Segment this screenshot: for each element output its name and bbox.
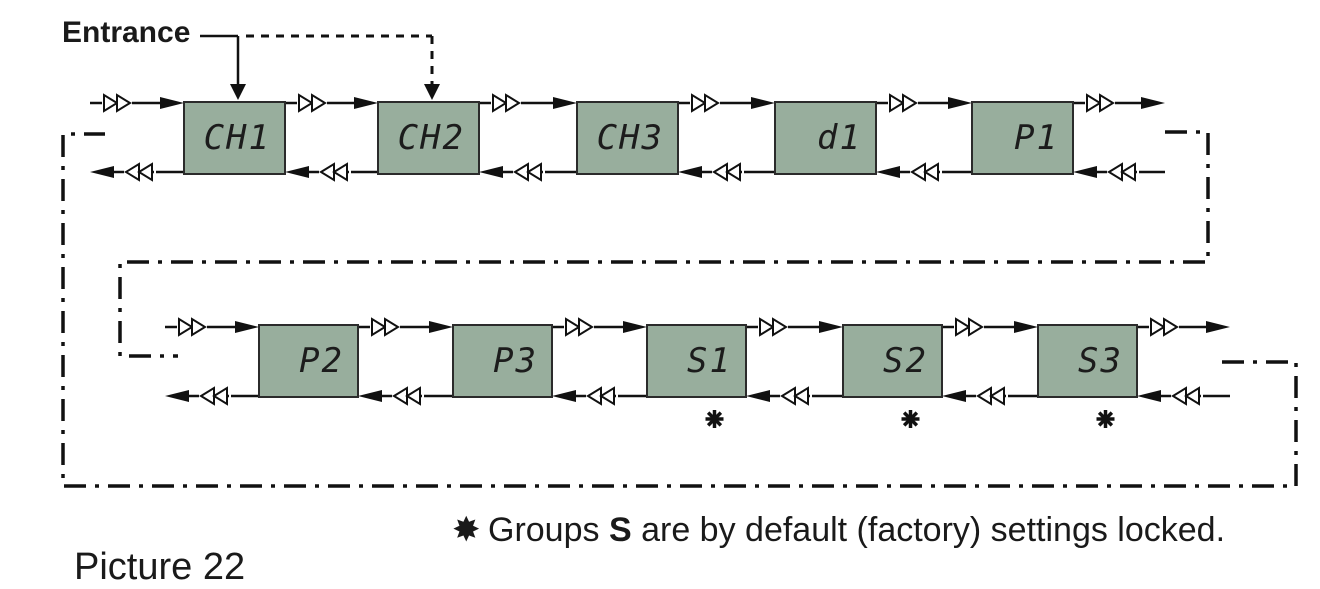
forward-double-triangle-icon	[384, 317, 400, 337]
back-double-triangle-icon	[405, 386, 421, 406]
back-double-triangle-icon	[976, 386, 992, 406]
arrow-right-icon	[429, 321, 453, 333]
back-double-triangle-icon	[1107, 162, 1123, 182]
back-double-triangle-icon	[526, 162, 542, 182]
display-s3	[1037, 324, 1138, 398]
display-ch3-label: CH3	[597, 118, 664, 158]
back-double-triangle-icon	[199, 386, 215, 406]
display-ch1-label: CH1	[204, 118, 271, 158]
forward-double-triangle-icon	[968, 317, 984, 337]
display-s1-label: S1	[687, 341, 732, 381]
display-p3	[452, 324, 553, 398]
forward-double-triangle-icon	[505, 93, 521, 113]
arrow-right-icon	[354, 97, 378, 109]
forward-double-triangle-icon	[116, 93, 132, 113]
back-double-triangle-icon	[910, 162, 926, 182]
back-double-triangle-icon	[793, 386, 809, 406]
forward-double-triangle-icon	[178, 317, 194, 337]
display-d1-label: d1	[817, 118, 862, 158]
forward-double-triangle-icon	[1150, 317, 1166, 337]
lock-star-icon	[1096, 410, 1115, 428]
arrow-right-icon	[1141, 97, 1165, 109]
forward-double-triangle-icon	[1086, 93, 1102, 113]
forward-double-triangle-icon	[691, 93, 707, 113]
arrow-right-icon	[1206, 321, 1230, 333]
forward-double-triangle-icon	[1099, 93, 1115, 113]
display-s2-label: S2	[883, 341, 928, 381]
arrow-right-icon	[751, 97, 775, 109]
back-double-triangle-icon	[712, 162, 728, 182]
display-d1	[774, 101, 877, 175]
forward-double-triangle-icon	[298, 93, 314, 113]
forward-double-triangle-icon	[578, 317, 594, 337]
forward-double-triangle-icon	[311, 93, 327, 113]
arrow-right-icon	[160, 97, 184, 109]
display-p1	[971, 101, 1074, 175]
display-p2-label: P2	[299, 341, 344, 381]
arrow-right-icon	[1014, 321, 1038, 333]
picture-caption: Picture 22	[74, 546, 245, 588]
lock-note-suffix: are by default (factory) settings locked…	[632, 511, 1225, 549]
display-p1-label: P1	[1014, 118, 1059, 158]
back-double-triangle-icon	[1120, 162, 1136, 182]
lock-note-prefix: Groups	[488, 511, 609, 549]
lock-note: Groups S are by default (factory) settin…	[488, 511, 1225, 549]
back-double-triangle-icon	[137, 162, 153, 182]
display-ch2	[377, 101, 480, 175]
back-double-triangle-icon	[392, 386, 408, 406]
wrap-path-row2-to-row1	[61, 132, 1298, 488]
back-double-triangle-icon	[1184, 386, 1200, 406]
forward-double-triangle-icon	[889, 93, 905, 113]
entrance-arrow-down-icon	[424, 84, 440, 100]
entrance-arrow-down-icon	[230, 84, 246, 100]
display-s2	[842, 324, 943, 398]
display-ch1	[183, 101, 286, 175]
forward-double-triangle-icon	[759, 317, 775, 337]
arrow-right-icon	[819, 321, 843, 333]
back-double-triangle-icon	[989, 386, 1005, 406]
forward-double-triangle-icon	[955, 317, 971, 337]
forward-double-triangle-icon	[103, 93, 119, 113]
forward-double-triangle-icon	[704, 93, 720, 113]
lock-star-icon	[705, 410, 724, 428]
arrow-right-icon	[553, 97, 577, 109]
display-p2	[258, 324, 359, 398]
back-double-triangle-icon	[212, 386, 228, 406]
forward-double-triangle-icon	[565, 317, 581, 337]
forward-double-triangle-icon	[772, 317, 788, 337]
back-double-triangle-icon	[124, 162, 140, 182]
lock-star-icon	[901, 410, 920, 428]
entrance-label: Entrance	[62, 16, 190, 49]
forward-double-triangle-icon	[1163, 317, 1179, 337]
back-double-triangle-icon	[599, 386, 615, 406]
wrap-path-row1-to-row2	[118, 130, 1210, 358]
back-double-triangle-icon	[319, 162, 335, 182]
back-double-triangle-icon	[586, 386, 602, 406]
forward-double-triangle-icon	[191, 317, 207, 337]
back-double-triangle-icon	[513, 162, 529, 182]
display-s3-label: S3	[1078, 341, 1123, 381]
lock-note-star-icon: ✸	[452, 511, 481, 549]
back-double-triangle-icon	[923, 162, 939, 182]
forward-double-triangle-icon	[902, 93, 918, 113]
arrow-right-icon	[623, 321, 647, 333]
lock-note-bold: S	[609, 511, 632, 549]
back-double-triangle-icon	[1171, 386, 1187, 406]
display-ch3	[576, 101, 679, 175]
back-double-triangle-icon	[332, 162, 348, 182]
display-p3-label: P3	[493, 341, 538, 381]
display-ch2-label: CH2	[398, 118, 465, 158]
back-double-triangle-icon	[780, 386, 796, 406]
forward-double-triangle-icon	[492, 93, 508, 113]
forward-double-triangle-icon	[371, 317, 387, 337]
arrow-right-icon	[235, 321, 259, 333]
connector-lines	[61, 34, 1298, 488]
arrow-right-icon	[948, 97, 972, 109]
back-double-triangle-icon	[725, 162, 741, 182]
display-s1	[646, 324, 747, 398]
